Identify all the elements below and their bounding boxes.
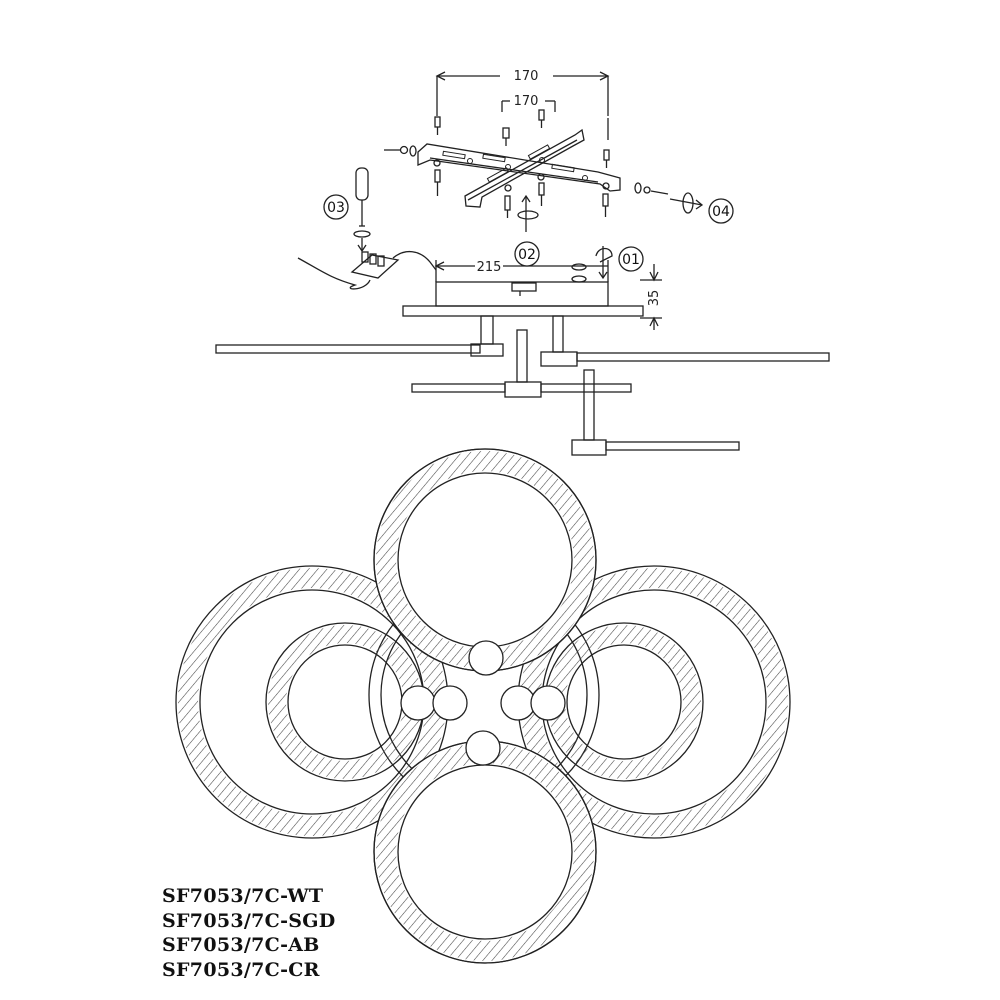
rotation-arrow-01 [595, 246, 613, 280]
model-number: SF7053/7C-AB [162, 934, 320, 956]
rotation-arrow-02 [517, 194, 539, 232]
screwdriver-icon [353, 167, 371, 253]
arms-side-view [215, 315, 830, 456]
wall-plugs [433, 159, 610, 218]
terminal-block [297, 251, 437, 290]
dimension-label-canopy-height: 35 [647, 290, 662, 307]
dimension-inner-170 [501, 100, 556, 112]
mounting-bracket [417, 128, 621, 208]
dimension-label-canopy-width: 215 [477, 260, 502, 275]
step-badge-04: 04 [708, 198, 734, 224]
model-number: SF7053/7C-CR [162, 958, 320, 981]
model-number-list: SF7053/7C-WT SF7053/7C-SGD SF7053/7C-AB … [162, 884, 336, 982]
mounting-screws-top [434, 109, 610, 168]
step-badge-03: 03 [323, 194, 349, 220]
dimension-canopy-height [640, 264, 662, 330]
fixture-top-view [175, 448, 791, 964]
canopy [402, 263, 644, 317]
svg-text:03: 03 [327, 200, 345, 216]
dimension-canopy-width [434, 260, 609, 282]
step-badge-02: 02 [514, 241, 540, 267]
dimension-label-outer: 170 [514, 69, 539, 84]
svg-text:01: 01 [622, 252, 640, 268]
model-number: SF7053/7C-WT [162, 885, 324, 907]
step-badge-01: 01 [618, 246, 644, 272]
side-screws [384, 145, 669, 195]
rotation-arrow-04 [669, 192, 704, 214]
svg-text:04: 04 [712, 204, 730, 220]
dimension-outer-170 [435, 71, 610, 116]
svg-text:02: 02 [518, 247, 536, 263]
model-number: SF7053/7C-SGD [162, 909, 336, 932]
dimension-label-inner: 170 [514, 94, 539, 109]
